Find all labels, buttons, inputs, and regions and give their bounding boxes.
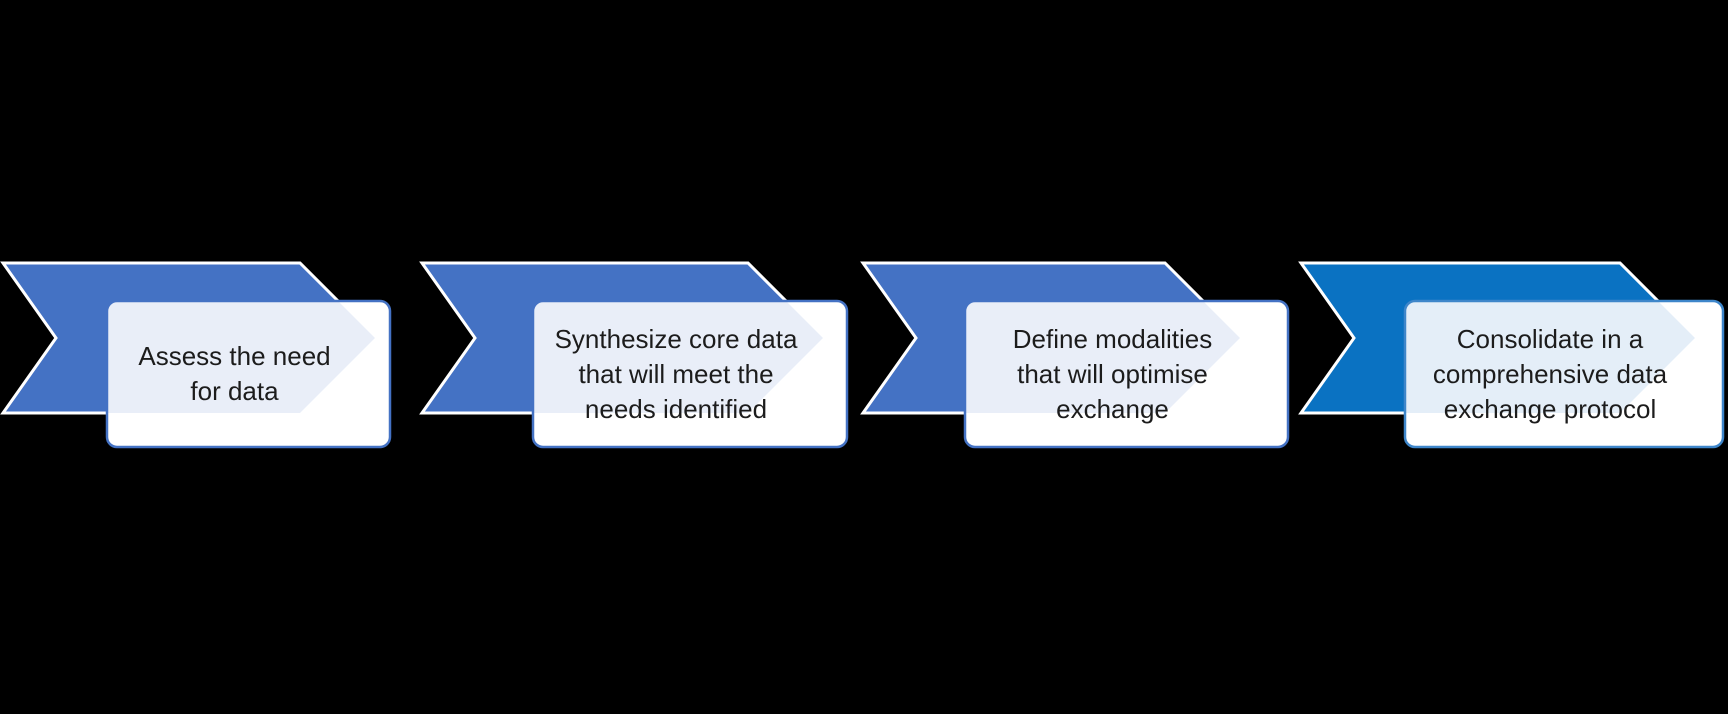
chevron-showthrough-shape bbox=[533, 301, 823, 413]
step-text-box-border bbox=[531, 299, 849, 449]
process-step-2 bbox=[419, 261, 849, 449]
step-text-box-border bbox=[105, 299, 392, 449]
step-label-line: Consolidate in a bbox=[1456, 323, 1644, 354]
step-label-1: Assess the need for data bbox=[119, 301, 350, 447]
step-label-line: exchange bbox=[1056, 393, 1169, 424]
step-label-4: Consolidate in a comprehensive data exch… bbox=[1417, 301, 1683, 447]
step-label-line: for data bbox=[190, 376, 279, 406]
process-step-1 bbox=[0, 261, 392, 449]
step-label-2: Synthesize core data that will meet the … bbox=[545, 301, 807, 447]
step-label-line: comprehensive data bbox=[1432, 358, 1668, 389]
chevron-showthrough-shape bbox=[1405, 301, 1695, 413]
step-label-line: exchange protocol bbox=[1443, 393, 1657, 424]
step-label-line: needs identified bbox=[584, 393, 768, 424]
process-step-4 bbox=[1298, 261, 1725, 449]
chevron-showthrough-shape bbox=[107, 301, 375, 413]
step-label-line: Assess the need bbox=[138, 341, 331, 371]
process-step-3 bbox=[860, 261, 1290, 449]
step-label-line: that will optimise bbox=[1017, 358, 1208, 389]
step-label-line: Synthesize core data bbox=[554, 323, 798, 354]
step-text-box-border bbox=[963, 299, 1290, 449]
step-label-3: Define modalities that will optimise exc… bbox=[977, 301, 1248, 447]
step-label-line: Define modalities bbox=[1012, 323, 1213, 354]
step-text-box-border bbox=[1403, 299, 1725, 449]
chevron-showthrough-shape bbox=[965, 301, 1240, 413]
step-label-line: that will meet the bbox=[578, 358, 774, 389]
